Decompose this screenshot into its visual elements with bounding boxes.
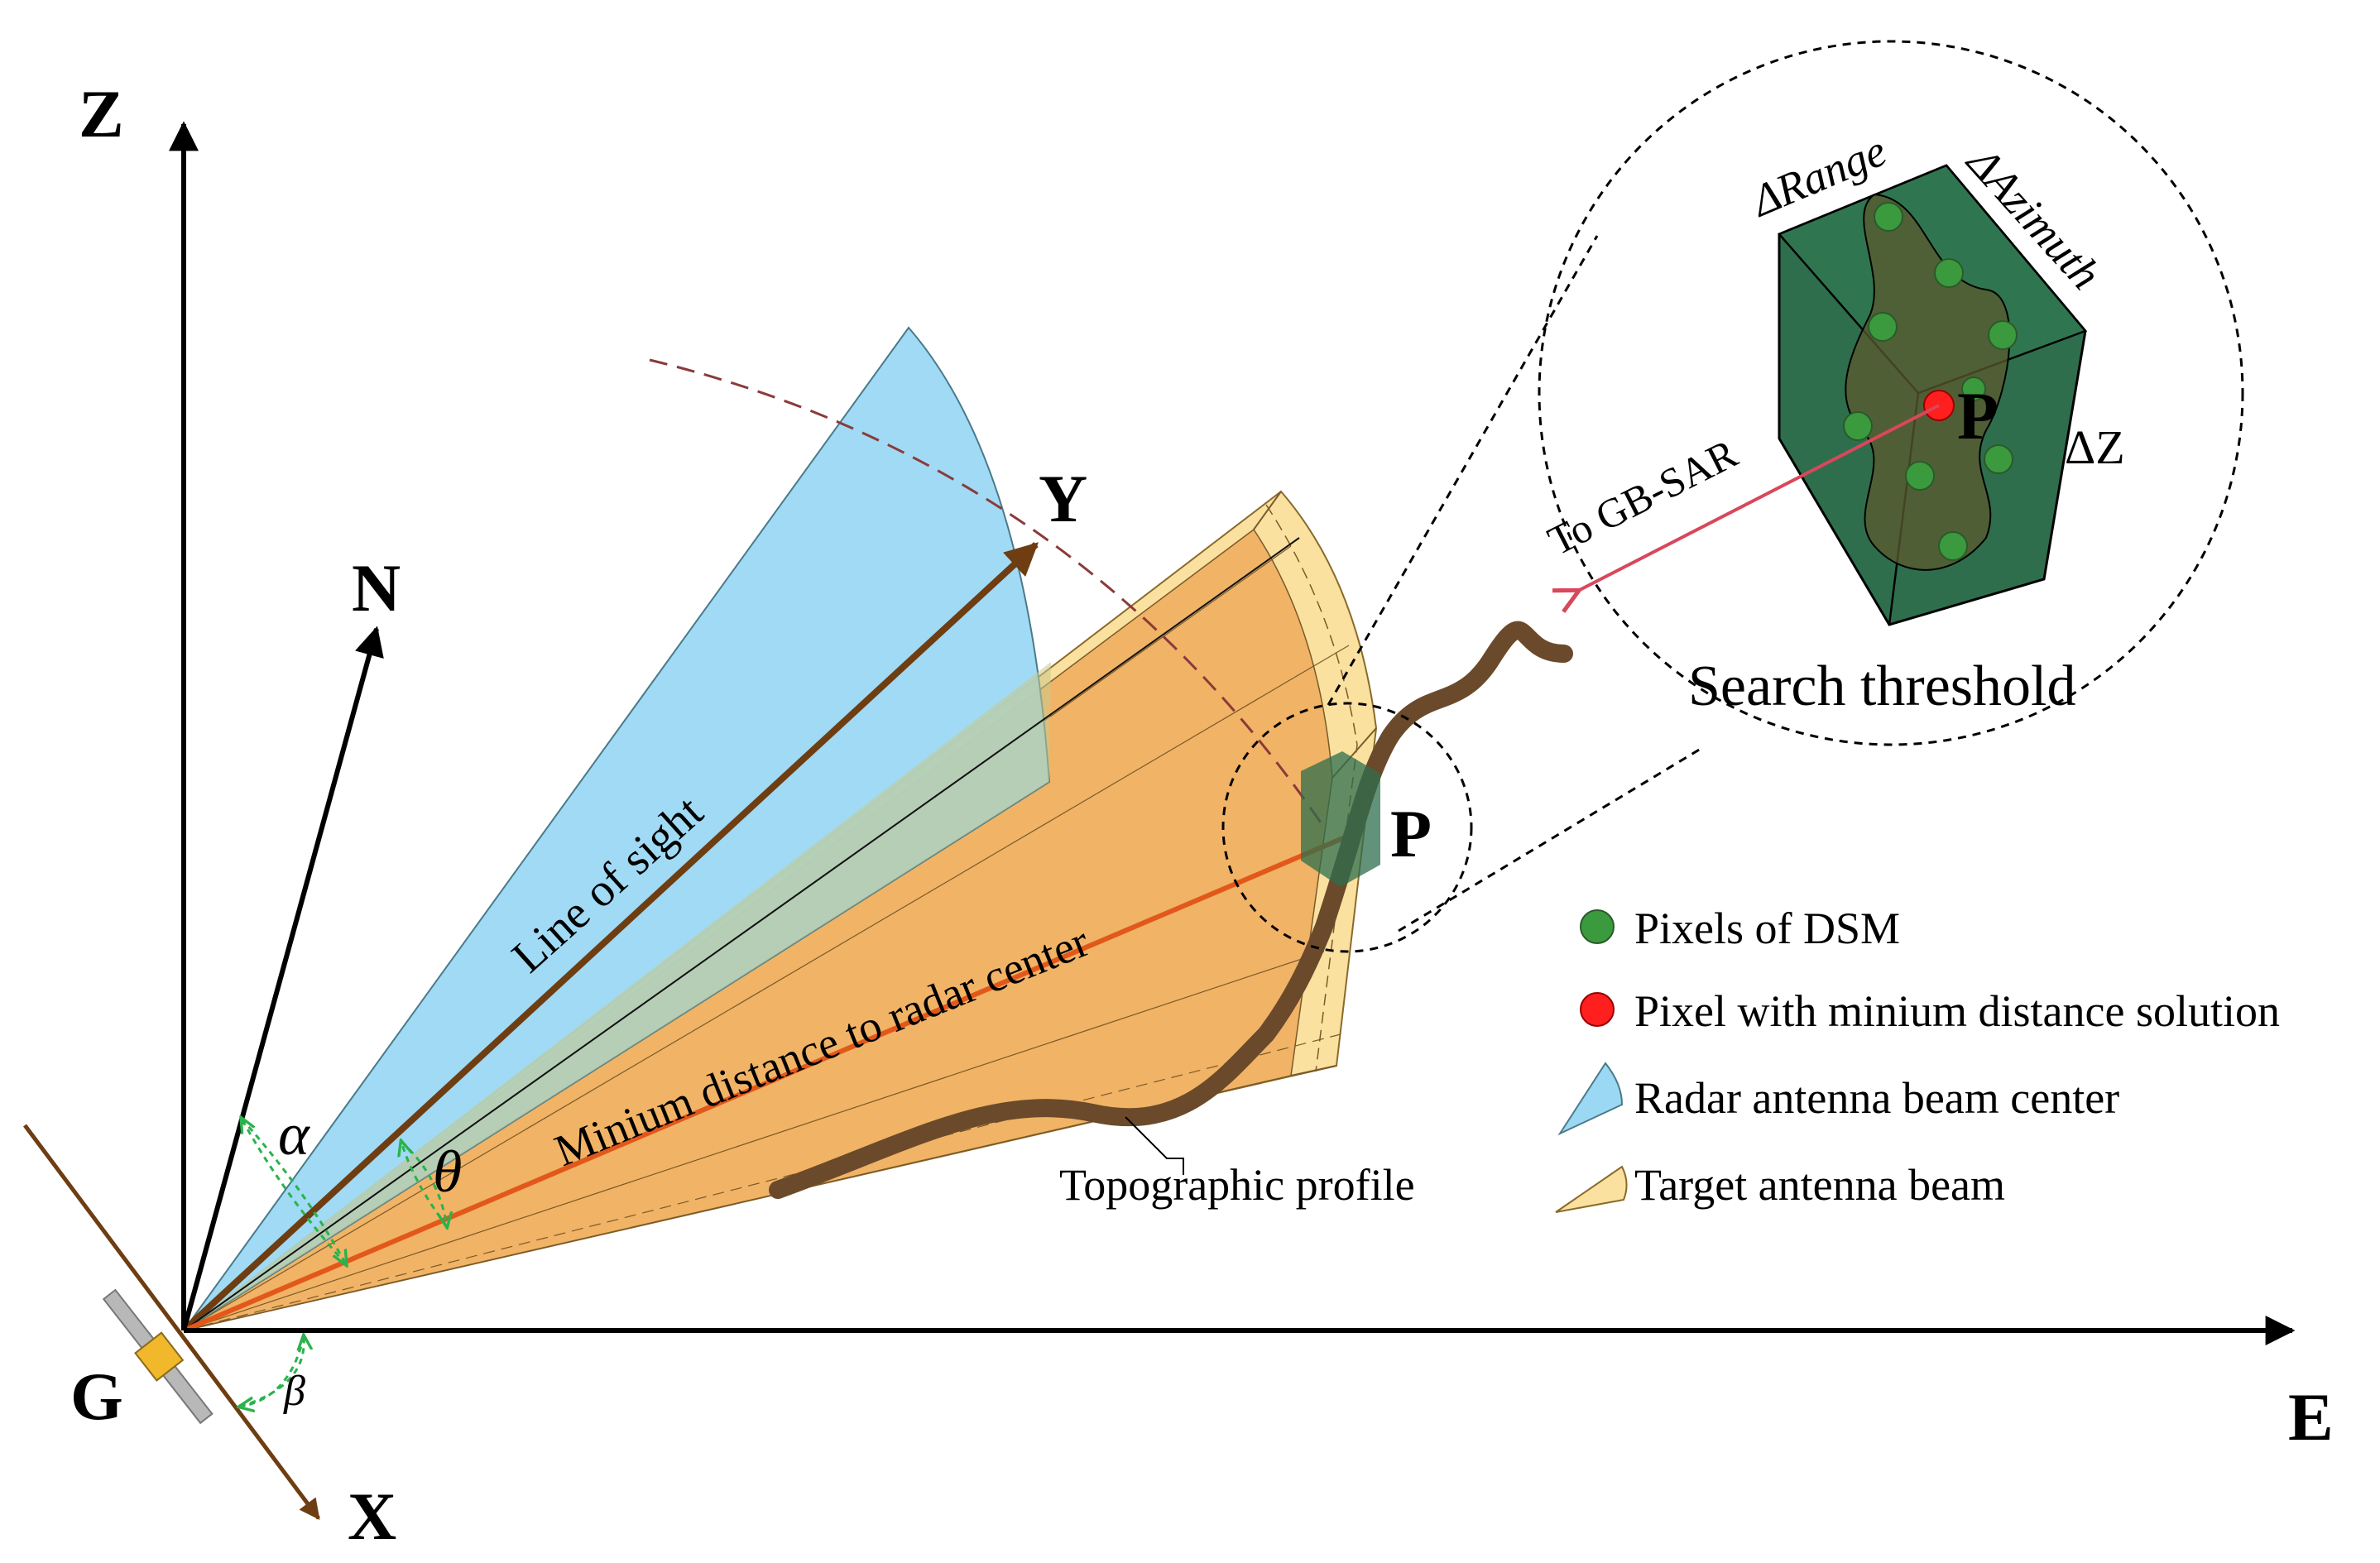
dsm-block-large [1777, 164, 2088, 626]
radar-device-icon [102, 1288, 214, 1425]
beta-label: β [283, 1368, 305, 1415]
alpha-label: α [278, 1101, 310, 1167]
point-p-zoom-label: P [1957, 378, 1999, 453]
delta-z-label: ΔZ [2065, 420, 2125, 474]
n-axis-label: N [352, 550, 401, 626]
yellow-sector-icon [1555, 1165, 1628, 1213]
x-axis [22, 1124, 321, 1521]
zoom-circle-large [1538, 40, 2244, 746]
dsm-pixels [1843, 202, 2018, 561]
legend-item-solution-pixel: Pixel with minium distance solution [1634, 986, 2280, 1036]
to-gbsar-label: To GB-SAR [1541, 429, 1745, 564]
min-distance-line [182, 833, 1351, 1333]
topographic-pointer [1125, 1116, 1184, 1175]
legend-item-dsm-pixels: Pixels of DSM [1634, 904, 1900, 953]
beam-overlap [184, 662, 1051, 1330]
x-axis-label: X [348, 1479, 396, 1554]
red-dot-icon [1580, 992, 1615, 1027]
z-axis-label: Z [79, 76, 124, 151]
y-axis-label: Y [1039, 461, 1087, 536]
topographic-label: Topographic profile [1059, 1160, 1415, 1210]
beam-edge-line [183, 537, 1300, 1331]
theta-label: θ [433, 1139, 462, 1205]
angle-markers [240, 1119, 447, 1407]
topographic-profile-curve [769, 621, 1573, 1199]
n-axis [181, 626, 384, 1331]
to-gbsar-arrow [1576, 404, 1940, 592]
search-threshold-label: Search threshold [1688, 654, 2075, 718]
legend-item-beam-center: Radar antenna beam center [1634, 1073, 2119, 1123]
zoom-circle-small [1221, 702, 1473, 953]
legend-item-target-beam: Target antenna beam [1634, 1160, 2005, 1210]
e-axis-label: E [2288, 1379, 2334, 1455]
legend: Pixels of DSM Pixel with minium distance… [1555, 904, 2280, 1213]
range-arc [649, 358, 1326, 828]
dsm-block-small [1301, 751, 1380, 887]
green-dot-icon [1580, 909, 1615, 944]
line-of-sight-arrow [181, 542, 1039, 1333]
zoom-connector-top [1327, 235, 1599, 706]
point-p-label: P [1390, 796, 1432, 871]
g-label: G [70, 1359, 123, 1434]
blue-sector-icon [1557, 1062, 1624, 1136]
